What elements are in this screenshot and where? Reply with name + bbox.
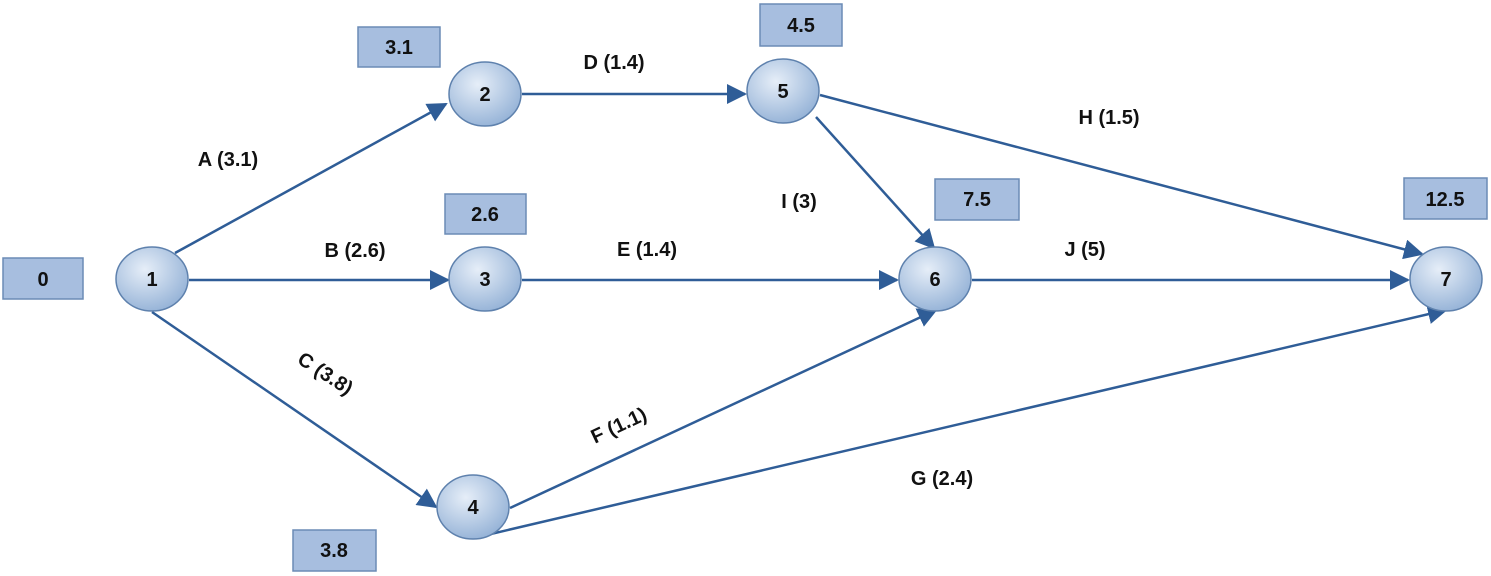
- edge-d-label: D (1.4): [583, 52, 644, 74]
- node-5: 5: [746, 58, 820, 124]
- time-node-4: 3.8: [320, 540, 348, 562]
- time-box-node-3: 2.6: [444, 193, 527, 235]
- edge-h-label: H (1.5): [1078, 107, 1139, 129]
- node-6: 6: [898, 246, 972, 312]
- time-box-node-2: 3.1: [357, 26, 441, 68]
- edge-c-label: C (3.8): [293, 348, 356, 400]
- node-1-label: 1: [146, 269, 157, 291]
- edge-g-line: [477, 304, 1448, 539]
- node-4-label: 4: [467, 497, 479, 519]
- time-node-3: 2.6: [471, 204, 499, 226]
- edge-a-label: A (3.1): [198, 149, 258, 171]
- nodes: 1 2 3 4 5 6 7: [115, 58, 1483, 540]
- node-7: 7: [1409, 246, 1483, 312]
- time-box-node-4: 3.8: [292, 529, 377, 572]
- time-node-1: 0: [37, 269, 48, 291]
- time-node-2: 3.1: [385, 37, 413, 59]
- time-node-6: 7.5: [963, 189, 991, 211]
- node-4: 4: [436, 474, 510, 540]
- edges: [151, 84, 1448, 539]
- node-3-label: 3: [479, 269, 490, 291]
- time-boxes: 0 3.1 2.6 3.8 4.5 7.5 12.5: [2, 3, 1488, 572]
- edge-b-label: B (2.6): [324, 240, 385, 262]
- time-box-node-6: 7.5: [934, 178, 1020, 221]
- edge-j-label: J (5): [1064, 239, 1105, 261]
- node-2-label: 2: [479, 84, 490, 106]
- edge-c-line: [151, 310, 438, 509]
- node-1: 1: [115, 246, 189, 312]
- node-6-label: 6: [929, 269, 940, 291]
- time-node-5: 4.5: [787, 15, 815, 37]
- edge-i-label: I (3): [781, 191, 817, 213]
- edge-f-line: [509, 308, 938, 510]
- edge-labels: A (3.1) B (2.6) C (3.8) D (1.4) E (1.4) …: [198, 52, 1140, 490]
- node-2: 2: [448, 61, 522, 127]
- edge-f-label: F (1.1): [588, 404, 651, 449]
- time-box-node-5: 4.5: [759, 3, 843, 47]
- time-box-node-1: 0: [2, 257, 84, 300]
- edge-a-line: [174, 102, 448, 255]
- time-node-7: 12.5: [1426, 189, 1465, 211]
- node-3: 3: [448, 246, 522, 312]
- edge-g-label: G (2.4): [911, 468, 973, 490]
- node-5-label: 5: [777, 81, 788, 103]
- edge-e-label: E (1.4): [617, 239, 677, 261]
- time-box-node-7: 12.5: [1403, 177, 1488, 220]
- edge-h-line: [819, 93, 1424, 260]
- node-7-label: 7: [1440, 269, 1451, 291]
- edge-i-line: [815, 116, 936, 250]
